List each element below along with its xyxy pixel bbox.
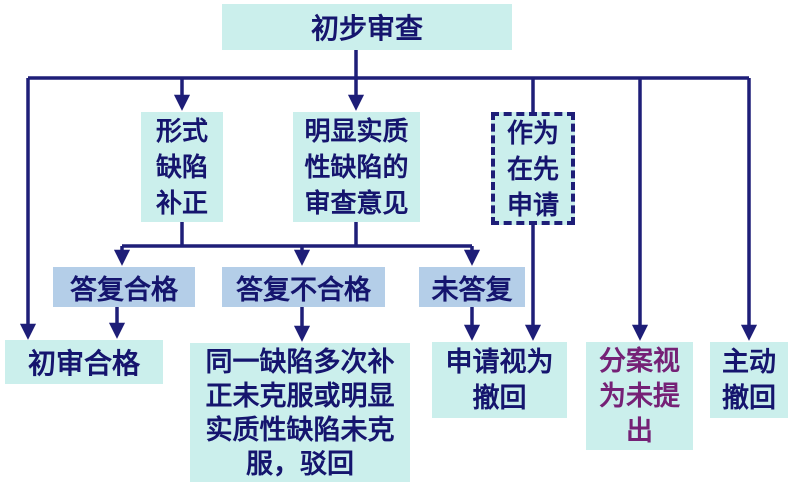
node-application-deemed-withdrawn-label: 申请视为 撤回: [445, 347, 554, 413]
node-reply-qualified: 答复合格: [53, 267, 195, 307]
node-reply-unqualified: 答复不合格: [222, 267, 385, 307]
node-formality-defect-correction: 形式 缺陷 补正: [141, 112, 223, 222]
node-divisional-deemed-not-filed: 分案视 为未提 出: [586, 342, 693, 450]
node-voluntary-withdrawal-label: 主动 撤回: [722, 347, 776, 413]
node-obvious-substantive-defect-opinion: 明显实质 性缺陷的 审查意见: [293, 112, 420, 222]
node-prior-application: 作为 在先 申请: [491, 112, 575, 225]
node-rejected-label: 同一缺陷多次补 正未克服或明显 实质性缺陷未克 服，驳回: [205, 346, 395, 479]
node-no-reply: 未答复: [419, 267, 525, 307]
node-reply-qualified-label: 答复合格: [70, 274, 178, 305]
node-reply-unqualified-label: 答复不合格: [236, 274, 371, 305]
node-preliminary-review: 初步审查: [222, 4, 512, 50]
node-rejected: 同一缺陷多次补 正未克服或明显 实质性缺陷未克 服，驳回: [190, 343, 410, 482]
node-application-deemed-withdrawn: 申请视为 撤回: [432, 342, 567, 418]
node-preliminary-review-label: 初步审查: [310, 13, 423, 44]
node-divisional-deemed-not-filed-label: 分案视 为未提 出: [599, 345, 680, 446]
node-formality-defect-correction-label: 形式 缺陷 补正: [155, 116, 208, 218]
node-obvious-substantive-defect-opinion-label: 明显实质 性缺陷的 审查意见: [304, 116, 409, 218]
node-voluntary-withdrawal: 主动 撤回: [710, 342, 788, 418]
node-preliminary-pass-label: 初审合格: [27, 348, 140, 379]
node-prior-application-label: 作为 在先 申请: [506, 117, 559, 220]
node-no-reply-label: 未答复: [431, 274, 513, 305]
node-preliminary-pass: 初审合格: [5, 340, 163, 384]
